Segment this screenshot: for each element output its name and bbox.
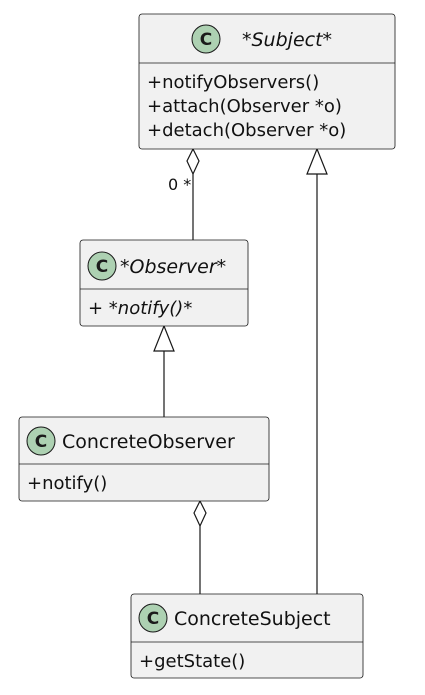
class-circle-icon xyxy=(191,24,221,54)
class-observer[interactable]: C *Observer* + *notify()* xyxy=(79,239,249,327)
class-concrete-subject[interactable]: C ConcreteSubject +getState() xyxy=(130,593,364,679)
class-letter: C xyxy=(35,432,47,452)
class-letter: C xyxy=(96,257,108,277)
class-method: +notifyObservers() xyxy=(147,72,319,93)
class-circle-icon xyxy=(26,426,56,456)
class-method: +getState() xyxy=(139,651,245,672)
multiplicity-label: 0 * xyxy=(168,175,191,194)
class-name: *Subject* xyxy=(242,29,332,51)
class-concrete-observer[interactable]: C ConcreteObserver +notify() xyxy=(18,416,270,502)
inheritance-triangle-icon xyxy=(306,147,328,175)
aggregation-diamond-icon xyxy=(193,499,207,528)
class-method: +attach(Observer *o) xyxy=(147,96,342,117)
aggregation-subject-observer: 0 * xyxy=(168,147,200,240)
class-method: + *notify()* xyxy=(88,298,192,319)
class-name: ConcreteSubject xyxy=(174,608,331,630)
class-circle-icon xyxy=(138,603,168,633)
inheritance-concreteobserver-observer xyxy=(153,324,175,417)
inheritance-concretesubject-subject xyxy=(306,147,328,594)
class-method: +notify() xyxy=(27,473,107,494)
aggregation-concreteobserver-concretesubject xyxy=(193,499,207,594)
class-letter: C xyxy=(147,609,159,629)
class-name: ConcreteObserver xyxy=(62,431,235,453)
class-circle-icon xyxy=(87,251,117,281)
class-subject[interactable]: C *Subject* +notifyObservers() +attach(O… xyxy=(138,13,396,150)
class-letter: C xyxy=(200,30,212,50)
aggregation-diamond-icon xyxy=(186,147,200,176)
class-method: +detach(Observer *o) xyxy=(147,120,346,141)
inheritance-triangle-icon xyxy=(153,324,175,352)
class-name: *Observer* xyxy=(120,256,226,278)
